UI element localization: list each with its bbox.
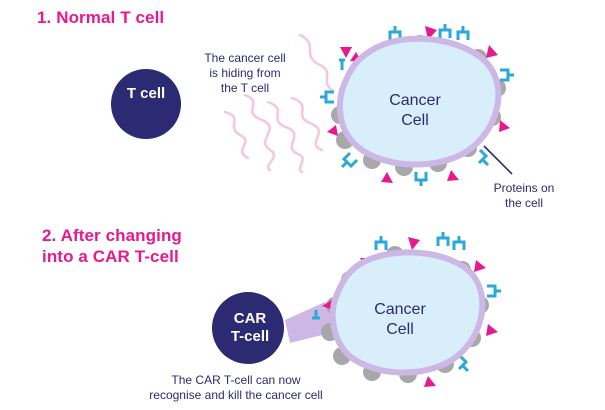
cancer-cell-1-label: Cancer Cell <box>370 91 460 131</box>
annotation-proteins-line-2: the cell <box>504 196 544 210</box>
cancer-cell-1-label-line-2: Cell <box>401 112 429 129</box>
heading-after-changing: 2. After changing into a CAR T-cell <box>42 225 242 267</box>
annotation-hiding-line-1: The cancer cell <box>204 51 286 65</box>
cancer-cell-2-label-line-2: Cell <box>386 321 414 338</box>
proteins-pointer <box>483 145 513 175</box>
heading-normal-t-cell: 1. Normal T cell <box>37 8 165 27</box>
cancer-cell-2 <box>329 249 486 376</box>
annotation-hiding-line-3: the T cell <box>220 81 270 95</box>
t-cell-label: T cell <box>126 85 166 102</box>
cancer-cell-1-label-line-1: Cancer <box>389 92 441 109</box>
annotation-hiding-line-2: is hiding from <box>209 66 281 80</box>
car-t-cell <box>212 292 284 364</box>
annotation-proteins: Proteins on the cell <box>480 181 568 211</box>
car-t-cell-label-line-1: CAR <box>233 310 267 327</box>
heading-after-line-1: 2. After changing <box>42 226 182 245</box>
annotation-car-can-kill: The CAR T-cell can now recognise and kil… <box>118 373 354 403</box>
annotation-proteins-line-1: Proteins on <box>493 181 555 195</box>
car-t-cell-label: CAR T-cell <box>210 310 290 346</box>
cancer-cell-1 <box>336 35 502 168</box>
hiding-squiggles <box>223 33 334 174</box>
t-cell <box>111 69 181 139</box>
annotation-hiding: The cancer cell is hiding from the T cel… <box>180 51 310 96</box>
car-t-cell-label-line-2: T-cell <box>230 328 270 345</box>
heading-after-line-2: into a CAR T-cell <box>42 247 179 266</box>
annotation-car-line-1: The CAR T-cell can now <box>171 373 301 387</box>
annotation-car-line-2: recognise and kill the cancer cell <box>149 388 323 402</box>
cancer-cell-2-label-line-1: Cancer <box>374 301 426 318</box>
cancer-cell-2-label: Cancer Cell <box>355 300 445 340</box>
